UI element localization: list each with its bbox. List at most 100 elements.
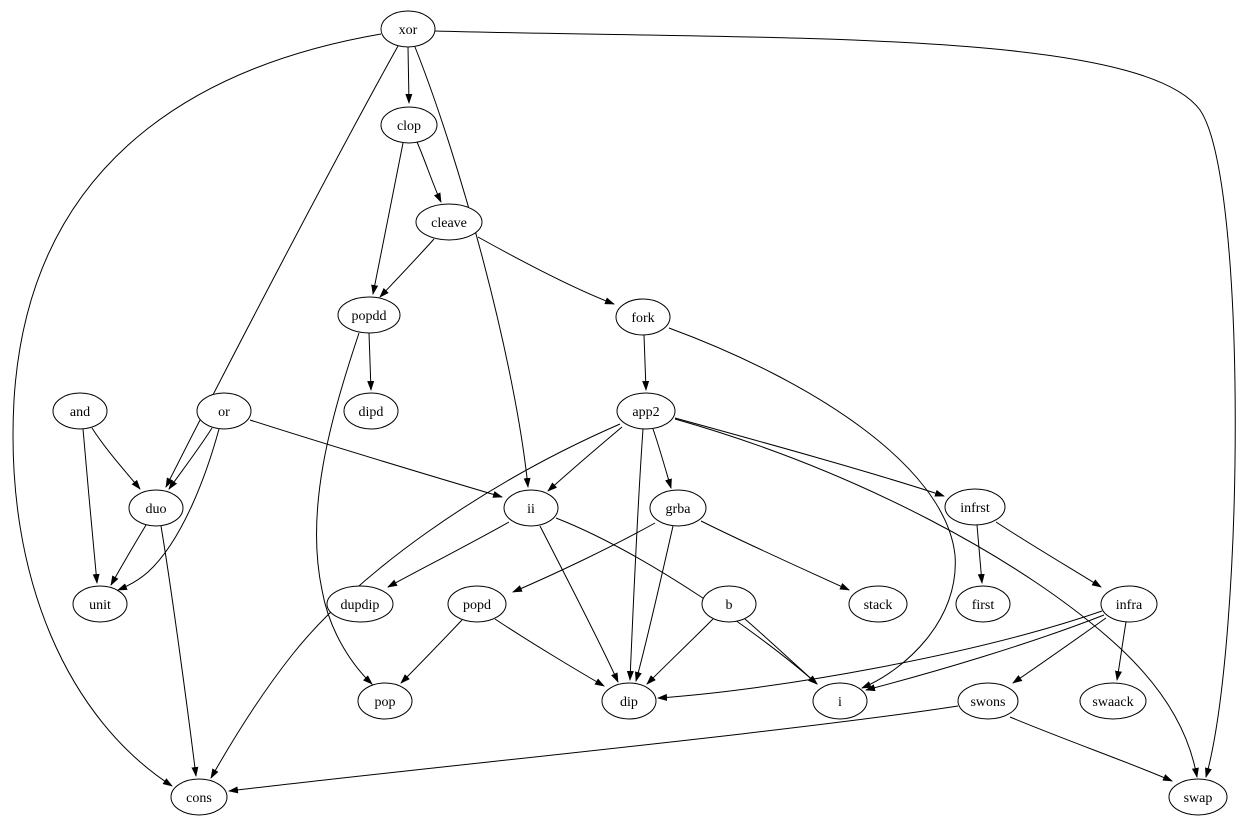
node-ellipse-first — [955, 585, 1011, 623]
node-swons: swons — [957, 682, 1019, 720]
node-label-grba: grba — [666, 502, 692, 517]
node-ellipse-cons — [170, 778, 228, 816]
node-label-first: first — [972, 598, 995, 613]
node-xor: xor — [380, 10, 436, 48]
node-ii: ii — [503, 489, 559, 527]
node-ellipse-dip — [601, 682, 657, 720]
node-label-swaack: swaack — [1092, 695, 1133, 710]
node-label-pop: pop — [375, 695, 396, 710]
node-ellipse-cleave — [415, 203, 483, 241]
node-fork: fork — [615, 298, 671, 336]
node-swaack: swaack — [1079, 682, 1147, 720]
edge-grba-dip — [635, 525, 674, 682]
node-ellipse-infrst — [944, 488, 1006, 526]
node-ellipse-i — [812, 682, 868, 720]
edge-grba-stack — [700, 520, 850, 591]
node-label-cons: cons — [186, 791, 212, 806]
node-or: or — [196, 392, 252, 430]
edge-and-unit — [82, 428, 100, 584]
node-i: i — [812, 682, 868, 720]
edge-infrst-first — [976, 524, 985, 584]
edge-xor-cons — [12, 33, 382, 787]
edge-popd-dip — [494, 618, 605, 687]
node-label-i: i — [838, 695, 842, 710]
node-label-unit: unit — [89, 598, 111, 613]
node-duo: duo — [128, 489, 184, 527]
edge-app2-swap — [674, 418, 1199, 778]
node-label-swap: swap — [1184, 791, 1213, 806]
edge-popd-pop — [400, 619, 463, 684]
node-ellipse-clop — [380, 106, 438, 144]
node-label-dipd: dipd — [359, 405, 384, 420]
node-label-and: and — [70, 405, 90, 420]
node-ellipse-popdd — [337, 296, 401, 334]
node-pop: pop — [357, 682, 413, 720]
edge-infrst-infra — [995, 521, 1102, 588]
edge-fork-app2 — [642, 334, 650, 391]
edge-infra-swons — [1012, 617, 1107, 684]
edge-clop-popdd — [371, 142, 404, 295]
node-label-popdd: popdd — [352, 309, 387, 324]
edge-ii-i — [555, 517, 818, 685]
node-dipd: dipd — [343, 392, 399, 430]
node-app2: app2 — [616, 392, 676, 430]
edge-b-dip — [646, 618, 714, 685]
node-ellipse-b — [701, 585, 757, 623]
edge-infra-swaack — [1115, 621, 1127, 681]
node-dupdip: dupdip — [326, 585, 394, 623]
node-label-swons: swons — [970, 695, 1005, 710]
node-label-infra: infra — [1116, 598, 1143, 613]
node-ellipse-swap — [1168, 778, 1228, 816]
node-label-duo: duo — [146, 502, 167, 517]
node-cons: cons — [170, 778, 228, 816]
node-ellipse-swaack — [1079, 682, 1147, 720]
edge-xor-clop — [405, 46, 413, 104]
node-label-ii: ii — [527, 502, 535, 517]
edge-infra-i — [865, 614, 1105, 692]
edge-xor-ii — [414, 46, 531, 488]
edge-app2-infrst — [674, 417, 945, 497]
node-ellipse-grba — [649, 489, 707, 527]
edge-xor-duo — [165, 45, 399, 488]
edge-ii-dupdip — [387, 521, 510, 588]
node-unit: unit — [72, 585, 128, 623]
edge-duo-unit — [110, 524, 147, 586]
edge-popdd-pop — [315, 332, 373, 685]
node-label-infrst: infrst — [960, 501, 990, 516]
node-ellipse-pop — [357, 682, 413, 720]
node-swap: swap — [1168, 778, 1228, 816]
edge-or-ii — [249, 419, 503, 498]
node-first: first — [955, 585, 1011, 623]
node-ellipse-xor — [380, 10, 436, 48]
node-clop: clop — [380, 106, 438, 144]
node-label-cleave: cleave — [431, 216, 467, 231]
node-infrst: infrst — [944, 488, 1006, 526]
node-ellipse-or — [196, 392, 252, 430]
node-label-dip: dip — [620, 695, 638, 710]
node-ellipse-swons — [957, 682, 1019, 720]
node-label-b: b — [726, 598, 733, 613]
edge-b-i — [744, 618, 818, 685]
node-b: b — [701, 585, 757, 623]
node-ellipse-app2 — [616, 392, 676, 430]
edge-app2-cons — [210, 423, 621, 779]
edge-app2-dip — [626, 428, 644, 681]
edge-app2-ii — [547, 426, 623, 492]
node-grba: grba — [649, 489, 707, 527]
edge-fork-i — [668, 327, 956, 689]
edge-cleave-popdd — [379, 238, 435, 298]
node-label-or: or — [218, 405, 230, 420]
edge-or-duo — [168, 427, 213, 490]
edge-ii-dip — [539, 525, 619, 683]
node-ellipse-duo — [128, 489, 184, 527]
edge-or-unit — [117, 428, 220, 591]
node-ellipse-and — [52, 392, 108, 430]
node-ellipse-stack — [848, 585, 908, 623]
edge-infra-dip — [657, 610, 1103, 701]
node-label-fork: fork — [631, 311, 654, 326]
edge-swons-swap — [1009, 716, 1173, 782]
node-label-stack: stack — [864, 598, 893, 613]
node-label-popd: popd — [463, 598, 491, 613]
node-ellipse-popd — [447, 585, 507, 623]
